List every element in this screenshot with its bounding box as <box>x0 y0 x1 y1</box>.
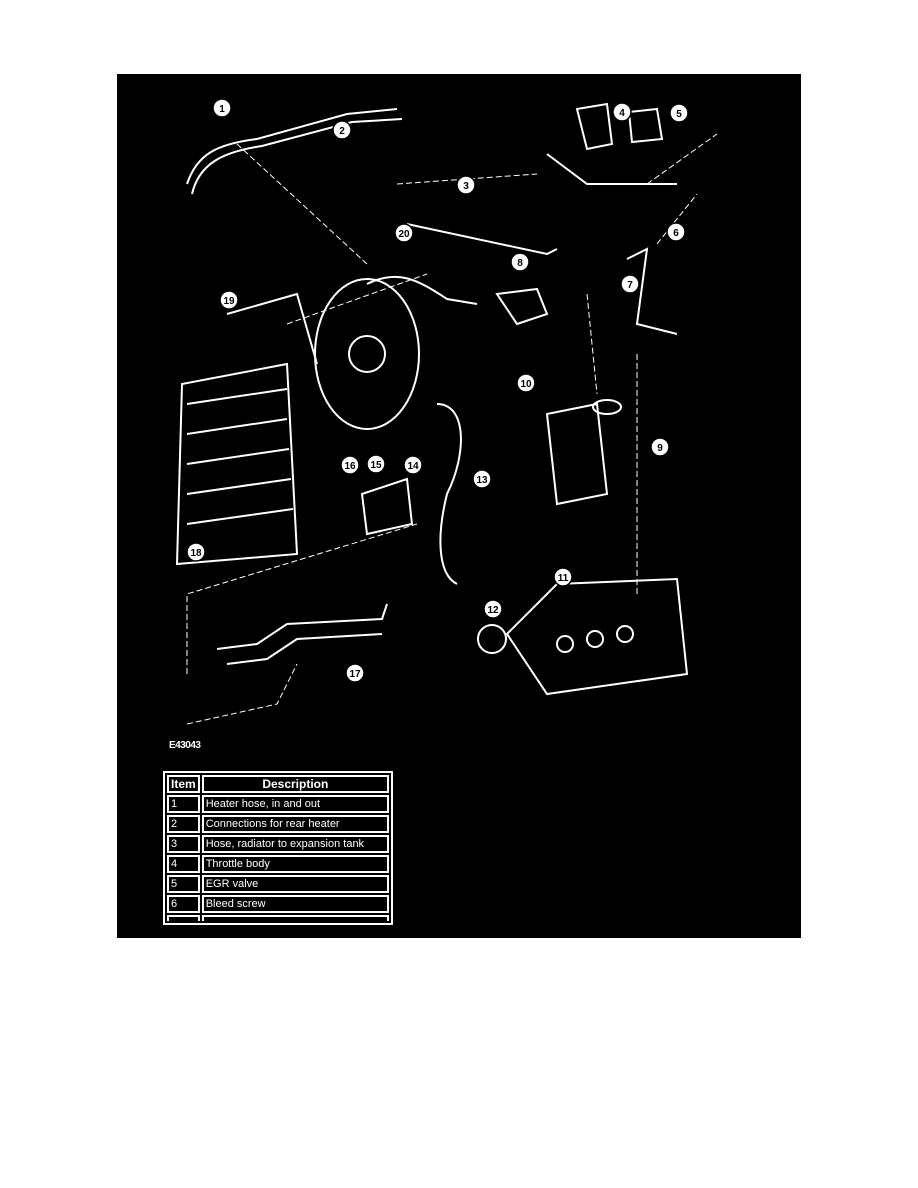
svg-text:13: 13 <box>476 475 488 486</box>
item-description: Connections for rear heater <box>201 815 389 833</box>
callout-4: 4 <box>612 102 632 122</box>
svg-text:17: 17 <box>349 669 361 680</box>
callout-10: 10 <box>516 373 536 393</box>
callout-6: 6 <box>666 222 686 242</box>
item-number: 4 <box>167 855 200 873</box>
callout-11: 11 <box>553 567 573 587</box>
callout-16: 16 <box>340 455 360 475</box>
svg-text:14: 14 <box>407 461 419 472</box>
item-number <box>167 915 200 921</box>
header-item: Item <box>167 775 200 793</box>
callout-3: 3 <box>456 175 476 195</box>
coolant-system-diagram: 1 2 3 4 5 6 7 8 9 10 11 12 13 14 15 16 1… <box>117 74 801 938</box>
callout-14: 14 <box>403 455 423 475</box>
svg-text:10: 10 <box>520 379 532 390</box>
svg-text:3: 3 <box>463 181 469 192</box>
svg-text:16: 16 <box>344 461 356 472</box>
svg-text:7: 7 <box>627 280 633 291</box>
callout-7: 7 <box>620 274 640 294</box>
item-description: Hose, radiator to expansion tank <box>201 835 389 853</box>
callout-17: 17 <box>345 663 365 683</box>
svg-text:20: 20 <box>398 229 410 240</box>
callout-19: 19 <box>219 290 239 310</box>
item-number: 5 <box>167 875 200 893</box>
item-number: 1 <box>167 795 200 813</box>
item-description: Throttle body <box>201 855 389 873</box>
item-description <box>201 915 389 921</box>
svg-text:12: 12 <box>487 605 499 616</box>
header-description: Description <box>201 775 389 793</box>
svg-text:15: 15 <box>370 460 382 471</box>
item-description: Bleed screw <box>201 895 389 913</box>
item-number: 2 <box>167 815 200 833</box>
item-number: 6 <box>167 895 200 913</box>
item-description: Heater hose, in and out <box>201 795 389 813</box>
legend-header-row: Item Description <box>167 775 389 793</box>
svg-text:18: 18 <box>190 548 202 559</box>
callout-12: 12 <box>483 599 503 619</box>
svg-text:6: 6 <box>673 228 679 239</box>
item-number: 3 <box>167 835 200 853</box>
callout-18: 18 <box>186 542 206 562</box>
callouts: 1 2 3 4 5 6 7 8 9 10 11 12 13 14 15 16 1… <box>186 98 689 683</box>
svg-text:2: 2 <box>339 126 345 137</box>
leader-lines <box>186 133 718 725</box>
callout-9: 9 <box>650 437 670 457</box>
svg-text:4: 4 <box>619 108 625 119</box>
callout-2: 2 <box>332 120 352 140</box>
table-row-cut <box>167 915 389 921</box>
svg-text:11: 11 <box>558 573 569 584</box>
svg-text:5: 5 <box>676 109 682 120</box>
figure-code: E43043 <box>169 740 201 751</box>
item-description: EGR valve <box>201 875 389 893</box>
parts-outlines <box>175 102 689 696</box>
callout-15: 15 <box>366 454 386 474</box>
svg-text:8: 8 <box>517 258 523 269</box>
svg-text:19: 19 <box>223 296 235 307</box>
callout-20: 20 <box>394 223 414 243</box>
svg-text:9: 9 <box>657 443 663 454</box>
callout-5: 5 <box>669 103 689 123</box>
svg-text:1: 1 <box>219 104 225 115</box>
callout-8: 8 <box>510 252 530 272</box>
exploded-view-drawing: 1 2 3 4 5 6 7 8 9 10 11 12 13 14 15 16 1… <box>175 98 718 725</box>
callout-13: 13 <box>472 469 492 489</box>
callout-1: 1 <box>212 98 232 118</box>
